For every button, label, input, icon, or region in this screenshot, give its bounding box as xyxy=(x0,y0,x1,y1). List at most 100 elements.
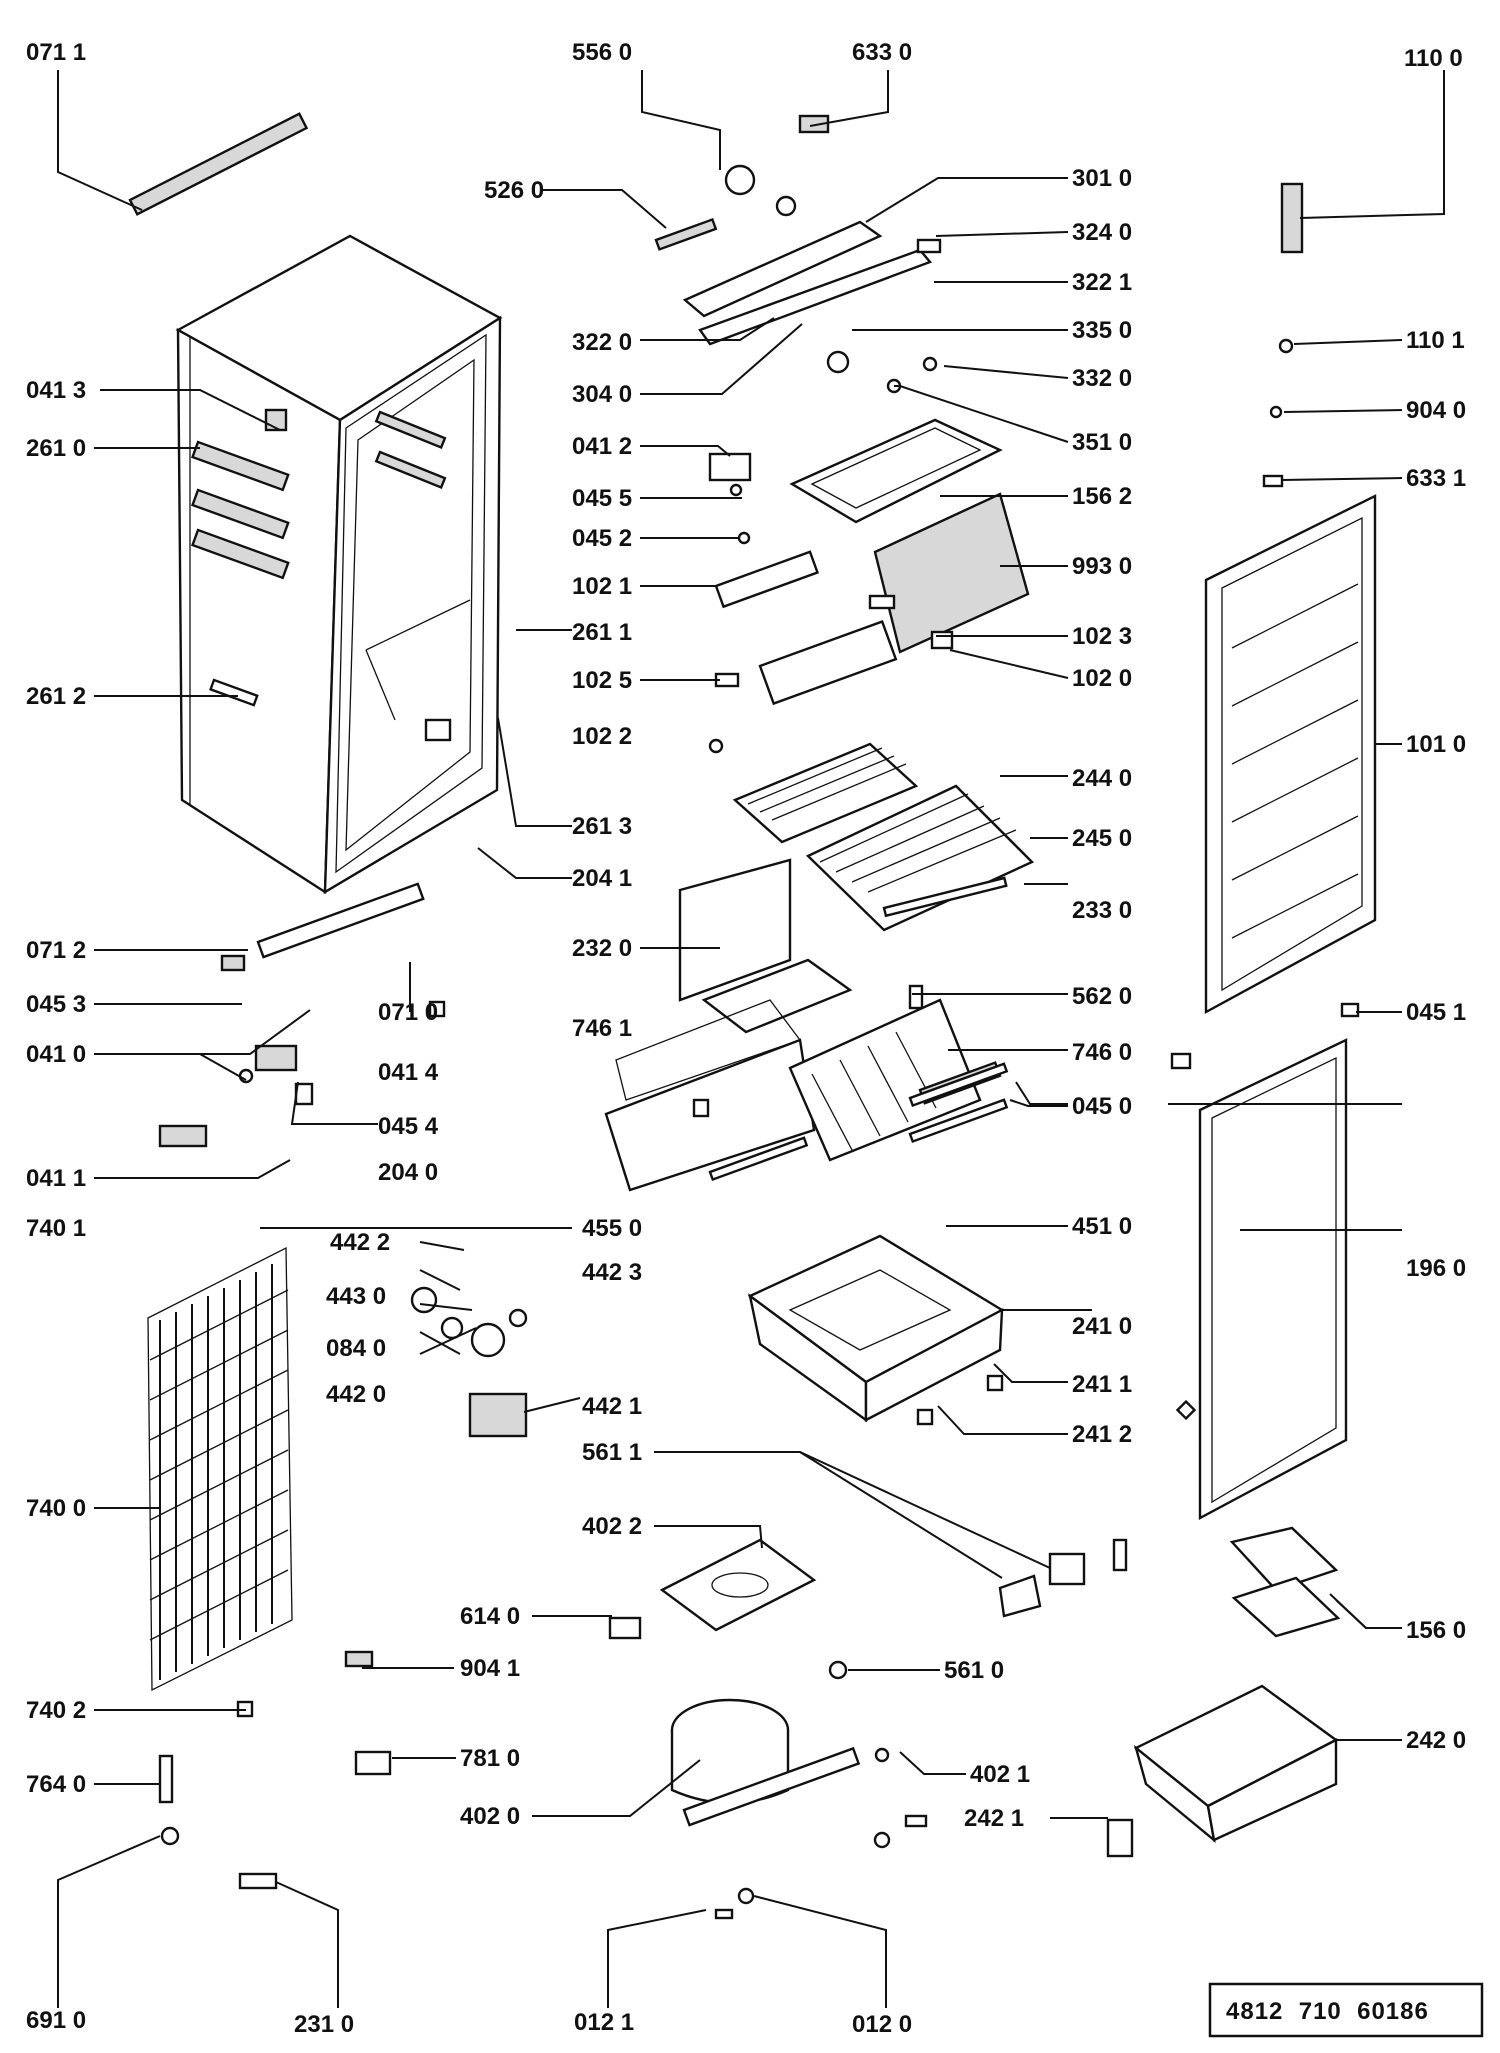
label-993-0: 993 0 xyxy=(1072,553,1132,580)
ice-tray xyxy=(1229,1526,1341,1638)
label-204-1: 204 1 xyxy=(572,865,632,892)
label-232-0: 232 0 xyxy=(572,935,632,962)
label-110-0: 110 0 xyxy=(1404,45,1463,72)
label-071-0: 071 0 xyxy=(378,999,438,1026)
label-012-1: 012 1 xyxy=(574,2009,634,2036)
label-110-1: 110 1 xyxy=(1406,327,1465,354)
label-351-0: 351 0 xyxy=(1072,429,1132,456)
small-parts xyxy=(158,338,1360,1920)
label-041-0: 041 0 xyxy=(26,1041,86,1068)
label-261-2: 261 2 xyxy=(26,683,86,710)
label-204-0: 204 0 xyxy=(378,1159,438,1186)
label-071-1: 071 1 xyxy=(26,39,86,66)
freezer-drawer xyxy=(1133,1684,1339,1843)
label-102-0: 102 0 xyxy=(1072,665,1132,692)
wire-shelves xyxy=(732,742,1035,932)
label-012-0: 012 0 xyxy=(852,2011,912,2038)
label-442-0: 442 0 xyxy=(326,1381,386,1408)
label-045-3: 045 3 xyxy=(26,991,86,1018)
label-261-0: 261 0 xyxy=(26,435,86,462)
label-102-5: 102 5 xyxy=(572,667,632,694)
label-244-0: 244 0 xyxy=(1072,765,1132,792)
label-335-0: 335 0 xyxy=(1072,317,1132,344)
label-691-0: 691 0 xyxy=(26,2007,86,2034)
label-322-1: 322 1 xyxy=(1072,269,1132,296)
label-102-1: 102 1 xyxy=(572,573,632,600)
label-241-2: 241 2 xyxy=(1072,1421,1132,1448)
thermostat-group xyxy=(410,1286,528,1438)
label-904-0: 904 0 xyxy=(1406,397,1466,424)
label-041-4: 041 4 xyxy=(378,1059,439,1086)
shelf-frame xyxy=(789,418,1030,654)
evaporator-assembly xyxy=(604,858,1002,1192)
top-housing xyxy=(128,112,1304,394)
document-number-box: 4812 710 60186 xyxy=(1208,1982,1484,2038)
condenser-coil xyxy=(147,1246,293,1692)
freezer-door xyxy=(1204,494,1377,1015)
label-045-2: 045 2 xyxy=(572,525,632,552)
label-102-2: 102 2 xyxy=(572,723,632,750)
door-gasket xyxy=(1198,1038,1348,1521)
label-562-0: 562 0 xyxy=(1072,983,1132,1010)
label-084-0: 084 0 xyxy=(326,1335,386,1362)
compressor xyxy=(659,1538,861,1827)
label-561-0: 561 0 xyxy=(944,1657,1004,1684)
label-324-0: 324 0 xyxy=(1072,219,1132,246)
label-241-1: 241 1 xyxy=(1072,1371,1132,1398)
label-245-0: 245 0 xyxy=(1072,825,1132,852)
label-045-0: 045 0 xyxy=(1072,1093,1132,1120)
label-781-0: 781 0 xyxy=(460,1745,520,1772)
label-304-0: 304 0 xyxy=(572,381,632,408)
cabinet xyxy=(175,234,503,895)
label-746-0: 746 0 xyxy=(1072,1039,1132,1066)
label-740-0: 740 0 xyxy=(26,1495,86,1522)
label-740-2: 740 2 xyxy=(26,1697,86,1724)
document-number: 4812 710 60186 xyxy=(1226,1998,1429,2025)
label-746-1: 746 1 xyxy=(572,1015,632,1042)
label-402-1: 402 1 xyxy=(970,1761,1030,1788)
label-101-0: 101 0 xyxy=(1406,731,1466,758)
label-156-2: 156 2 xyxy=(1072,483,1132,510)
label-041-2: 041 2 xyxy=(572,433,632,460)
label-261-1: 261 1 xyxy=(572,619,632,646)
label-041-3: 041 3 xyxy=(26,377,86,404)
label-261-3: 261 3 xyxy=(572,813,632,840)
label-322-0: 322 0 xyxy=(572,329,632,356)
label-071-2: 071 2 xyxy=(26,937,86,964)
label-233-0: 233 0 xyxy=(1072,897,1132,924)
label-740-1: 740 1 xyxy=(26,1215,86,1242)
label-904-1: 904 1 xyxy=(460,1655,520,1682)
label-332-0: 332 0 xyxy=(1072,365,1132,392)
part-labels: 071 1 556 0 633 0 110 0 526 0 301 0 324 … xyxy=(26,39,1466,2038)
label-242-0: 242 0 xyxy=(1406,1727,1466,1754)
label-045-4: 045 4 xyxy=(378,1113,439,1140)
label-561-1: 561 1 xyxy=(582,1439,642,1466)
leader-lines xyxy=(57,70,1445,2008)
label-196-0: 196 0 xyxy=(1406,1255,1466,1282)
label-231-0: 231 0 xyxy=(294,2011,354,2038)
label-633-1: 633 1 xyxy=(1406,465,1466,492)
label-633-0: 633 0 xyxy=(852,39,912,66)
label-451-0: 451 0 xyxy=(1072,1213,1132,1240)
label-045-1: 045 1 xyxy=(1406,999,1466,1026)
label-241-0: 241 0 xyxy=(1072,1313,1132,1340)
label-045-5: 045 5 xyxy=(572,485,632,512)
label-156-0: 156 0 xyxy=(1406,1617,1466,1644)
label-402-2: 402 2 xyxy=(582,1513,642,1540)
label-614-0: 614 0 xyxy=(460,1603,520,1630)
label-242-1: 242 1 xyxy=(964,1805,1024,1832)
crisper-drawer xyxy=(747,1234,1005,1423)
label-556-0: 556 0 xyxy=(572,39,632,66)
label-442-2: 442 2 xyxy=(330,1229,390,1256)
label-443-0: 443 0 xyxy=(326,1283,386,1310)
label-442-3: 442 3 xyxy=(582,1259,642,1286)
label-455-0: 455 0 xyxy=(582,1215,642,1242)
label-442-1: 442 1 xyxy=(582,1393,642,1420)
label-301-0: 301 0 xyxy=(1072,165,1132,192)
label-041-1: 041 1 xyxy=(26,1165,86,1192)
label-102-3: 102 3 xyxy=(1072,623,1132,650)
label-402-0: 402 0 xyxy=(460,1803,520,1830)
label-764-0: 764 0 xyxy=(26,1771,86,1798)
label-526-0: 526 0 xyxy=(484,177,544,204)
